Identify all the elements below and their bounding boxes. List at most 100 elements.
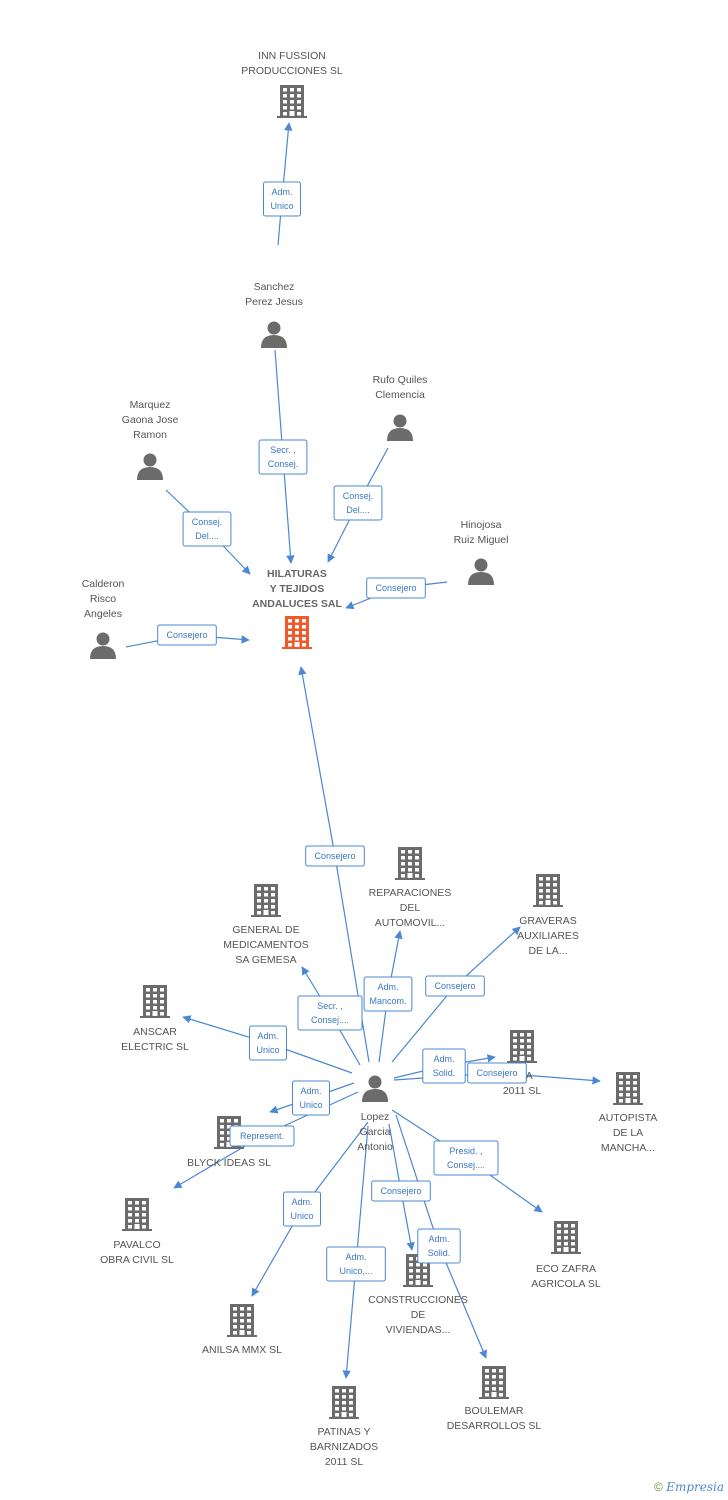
node-label: PRODUCCIONES SL	[241, 65, 343, 77]
node-label: Ramon	[133, 429, 167, 441]
relation-label[interactable]: Consejero	[425, 975, 485, 997]
node-label: Ruiz Miguel	[454, 534, 509, 546]
relation-label-text: Del....	[346, 505, 370, 515]
building-icon	[395, 847, 425, 880]
relation-label-text: Unico	[270, 201, 293, 211]
node-label: MEDICAMENTOS	[223, 939, 309, 951]
relation-label[interactable]: Adm. Unico	[249, 1025, 287, 1061]
relation-label[interactable]: Adm.Mancom.	[363, 976, 413, 1012]
copyright-icon: ©	[654, 1480, 663, 1494]
relation-label[interactable]: Consejero	[371, 1180, 431, 1202]
relation-label[interactable]: Adm. Unico,...	[326, 1246, 386, 1282]
relation-label-text: Consej.	[192, 517, 223, 527]
node-label: BOULEMAR	[465, 1405, 524, 1417]
relation-label-text: Consejero	[434, 981, 475, 991]
relation-label-box	[283, 1191, 321, 1227]
relation-label[interactable]: Secr. ,Consej.	[258, 439, 308, 475]
relation-label-box	[333, 485, 383, 521]
relation-label[interactable]: Adm.Unico	[292, 1080, 330, 1116]
relation-label-text: Consej.	[268, 459, 299, 469]
relation-label-box	[467, 1062, 527, 1084]
relation-label-box	[229, 1125, 295, 1147]
person-icon	[387, 414, 413, 441]
relation-label[interactable]: Adm.Unico	[263, 181, 301, 217]
relation-label-text: Unico,...	[339, 1266, 372, 1276]
node-label: Gaona Jose	[122, 414, 179, 426]
relation-label[interactable]: Secr. ,Consej....	[297, 995, 363, 1031]
relation-label-text: Unico	[256, 1045, 279, 1055]
relation-label[interactable]: Consejero	[305, 845, 365, 867]
node-label: Hinojosa	[461, 519, 502, 531]
building-icon	[507, 1030, 537, 1063]
relation-label[interactable]: Consej.Del....	[182, 511, 232, 547]
relation-label-text: Adm.	[257, 1031, 278, 1041]
node-label: AUXILIARES	[517, 930, 579, 942]
relation-label-box	[425, 975, 485, 997]
relation-label-box	[249, 1025, 287, 1061]
relation-label[interactable]: Adm.Unico	[283, 1191, 321, 1227]
relation-label[interactable]: Adm.Solid.	[422, 1048, 466, 1084]
building-icon	[277, 85, 307, 118]
relation-label-text: Adm.	[428, 1234, 449, 1244]
person-icon	[362, 1075, 388, 1102]
relation-label-box	[326, 1246, 386, 1282]
building-icon	[251, 884, 281, 917]
relation-label-text: Consejero	[476, 1068, 517, 1078]
node-label: Risco	[90, 593, 116, 605]
node-label: REPARACIONES	[369, 887, 452, 899]
node-label: Y TEJIDOS	[270, 583, 325, 595]
node-label: Lopez	[361, 1111, 390, 1123]
building-icon	[140, 985, 170, 1018]
person-icon	[137, 453, 163, 480]
relation-label-text: Adm.	[291, 1197, 312, 1207]
node-label: BLYCK IDEAS SL	[187, 1157, 271, 1169]
relation-label[interactable]: Adm.Solid.	[417, 1228, 461, 1264]
relation-label-box	[433, 1140, 499, 1176]
node-anilsa[interactable]: ANILSA MMX SL	[202, 1304, 282, 1356]
relation-label-box	[292, 1080, 330, 1116]
node-label: PAVALCO	[113, 1239, 160, 1251]
relation-label-text: Consej....	[447, 1160, 485, 1170]
relation-label[interactable]: Consej. Del....	[333, 485, 383, 521]
relation-label-text: Consejero	[375, 583, 416, 593]
node-label: Clemencia	[375, 389, 425, 401]
relation-label[interactable]: Presid. ,Consej....	[433, 1140, 499, 1176]
node-label: DE	[411, 1309, 426, 1321]
node-reparaciones[interactable]: REPARACIONESDELAUTOMOVIL...	[369, 847, 452, 929]
relation-label-box	[371, 1180, 431, 1202]
node-label: Angeles	[84, 608, 122, 620]
node-label: PATINAS Y	[317, 1426, 370, 1438]
relation-label-text: Secr. ,	[317, 1001, 343, 1011]
relation-label[interactable]: Consejero	[366, 577, 426, 599]
relation-label-text: Adm.	[345, 1252, 366, 1262]
relation-label[interactable]: Represent.	[229, 1125, 295, 1147]
node-construcciones[interactable]: CONSTRUCCIONESDEVIVIENDAS...	[368, 1254, 468, 1336]
relation-label-text: Consej.	[343, 491, 374, 501]
relation-label[interactable]: Consejero	[157, 624, 217, 646]
node-rsa[interactable]: RSA2011 SL	[503, 1030, 541, 1097]
relation-label[interactable]: Consejero	[467, 1062, 527, 1084]
relation-label-box	[263, 181, 301, 217]
node-label: SA GEMESA	[235, 954, 296, 966]
building-icon	[613, 1072, 643, 1105]
credit[interactable]: © Empresia	[654, 1480, 724, 1494]
relation-label-box	[258, 439, 308, 475]
node-label: ELECTRIC SL	[121, 1041, 189, 1053]
